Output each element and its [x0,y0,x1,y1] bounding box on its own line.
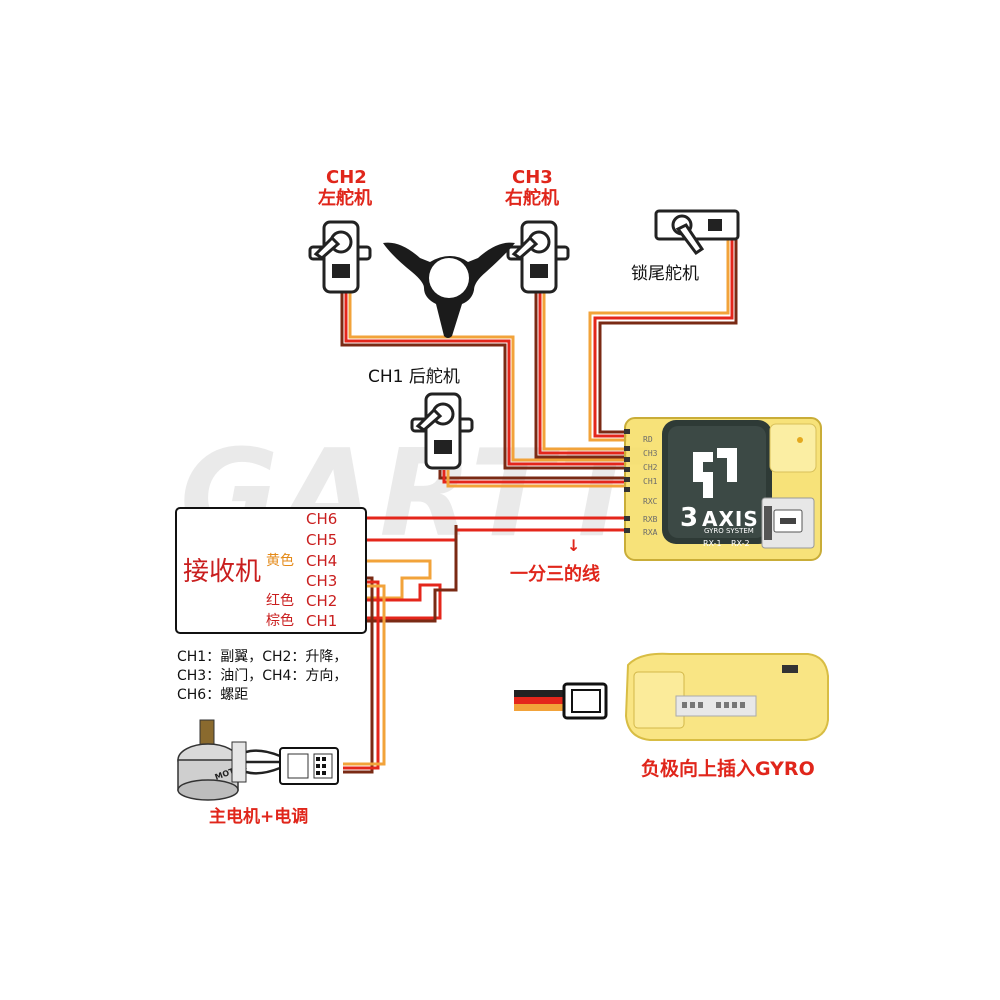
gyro-number: 3 [680,503,699,533]
servo-tail-name: 锁尾舵机 [631,264,699,284]
gyro-pin-ch1: CH1 [643,477,658,486]
channel-legend-line1: CH1：副翼，CH2：升降， [177,649,348,665]
motor-esc-label: 主电机+电调 [209,807,309,827]
receiver-ch1: CH1 [306,612,338,630]
gyro-axis-text: AXIS [702,507,759,531]
receiver-ch2: CH2 [306,592,338,610]
gyro-pin-rd: RD [643,435,653,444]
gyro-unit-side [624,652,829,741]
receiver-ch4-color: 黄色 [266,553,294,569]
servo-ch2-name: 左舵机 [318,188,372,209]
esc-icon [245,747,339,785]
receiver-ch2-color: 红色 [266,593,294,609]
receiver-title: 接收机 [183,557,262,587]
servo-ch3-name: 右舵机 [505,188,559,209]
receiver-ch6: CH6 [306,510,338,528]
servo-right-ch3 [506,220,570,294]
splitter-arrow-icon: ↓ [567,536,581,555]
wire-ch3 [534,290,627,459]
gyro-pin-header [624,429,630,533]
receiver-ch4: CH4 [306,552,338,570]
gyro-rx2-label: RX-2 [731,539,750,548]
receiver-ch5: CH5 [306,531,338,549]
gyro-unit-top [624,417,822,561]
splitter-label: 一分三的线 [510,564,600,585]
gyro-pin-ch2: CH2 [643,463,658,472]
wire-ch1-servo [438,470,627,488]
servo-tail [654,209,740,256]
gyro-rx1-label: RX-1 [703,539,722,548]
swashplate-icon [383,242,515,338]
servo-ch2-channel: CH2 [326,167,367,188]
wire-rx-ch4 [366,559,432,600]
servo-plug-icon [514,682,608,720]
receiver-ch1-color: 棕色 [266,613,294,629]
servo-ch1-label: CH1 后舵机 [368,367,460,387]
gyro-plug-note: 负极向上插入GYRO [641,758,815,780]
channel-legend-line2: CH3：油门，CH4：方向， [177,668,348,684]
gyro-pin-ch3: CH3 [643,449,658,458]
channel-legend-line3: CH6：螺距 [177,687,249,703]
gyro-pin-rxa: RXA [643,528,658,537]
servo-ch3-channel: CH3 [512,167,553,188]
servo-left-ch2 [308,220,372,294]
wire-rx-ch2 [366,583,442,620]
receiver-box [175,507,367,634]
wire-rx-ch1 [366,525,458,623]
gyro-sub-text: GYRO SYSTEM [704,527,754,535]
servo-rear-ch1 [410,392,474,470]
wire-ch2 [340,290,627,470]
gyro-pin-rxc: RXC [643,497,658,506]
receiver-ch3: CH3 [306,572,338,590]
wire-tail [588,240,738,442]
motor-icon: MOTOR [177,719,248,801]
gyro-pin-rxb: RXB [643,515,658,524]
